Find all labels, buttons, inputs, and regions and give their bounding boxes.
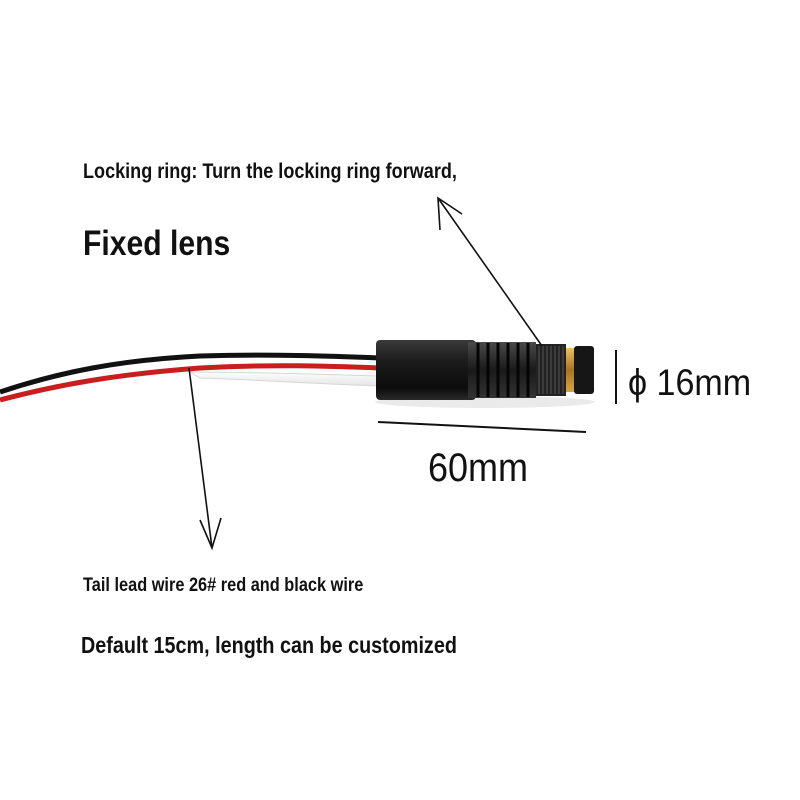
tail-wire-label: Tail lead wire 26# red and black wire	[83, 575, 364, 596]
arrow-down-icon	[188, 367, 222, 551]
lens-cap	[574, 346, 594, 394]
length-label: 60mm	[428, 446, 529, 490]
fixed-lens-label: Fixed lens	[83, 224, 231, 263]
dimension-marks	[377, 350, 617, 433]
black-wire	[0, 352, 381, 395]
laser-module-illustration	[375, 340, 595, 408]
lead-wires	[0, 352, 381, 403]
lens-gold-ring	[566, 348, 574, 392]
module-body	[376, 340, 476, 400]
diameter-label: ϕ 16mm	[628, 362, 752, 403]
length-dimension-line	[377, 421, 587, 433]
arrow-up-left-icon	[437, 196, 543, 347]
default-length-label: Default 15cm, length can be customized	[81, 632, 457, 658]
locking-ring-label: Locking ring: Turn the locking ring forw…	[83, 160, 457, 183]
red-wire	[0, 363, 381, 403]
grip-grooves	[476, 343, 530, 397]
knurl-pattern	[538, 346, 564, 394]
white-wire	[188, 371, 381, 387]
